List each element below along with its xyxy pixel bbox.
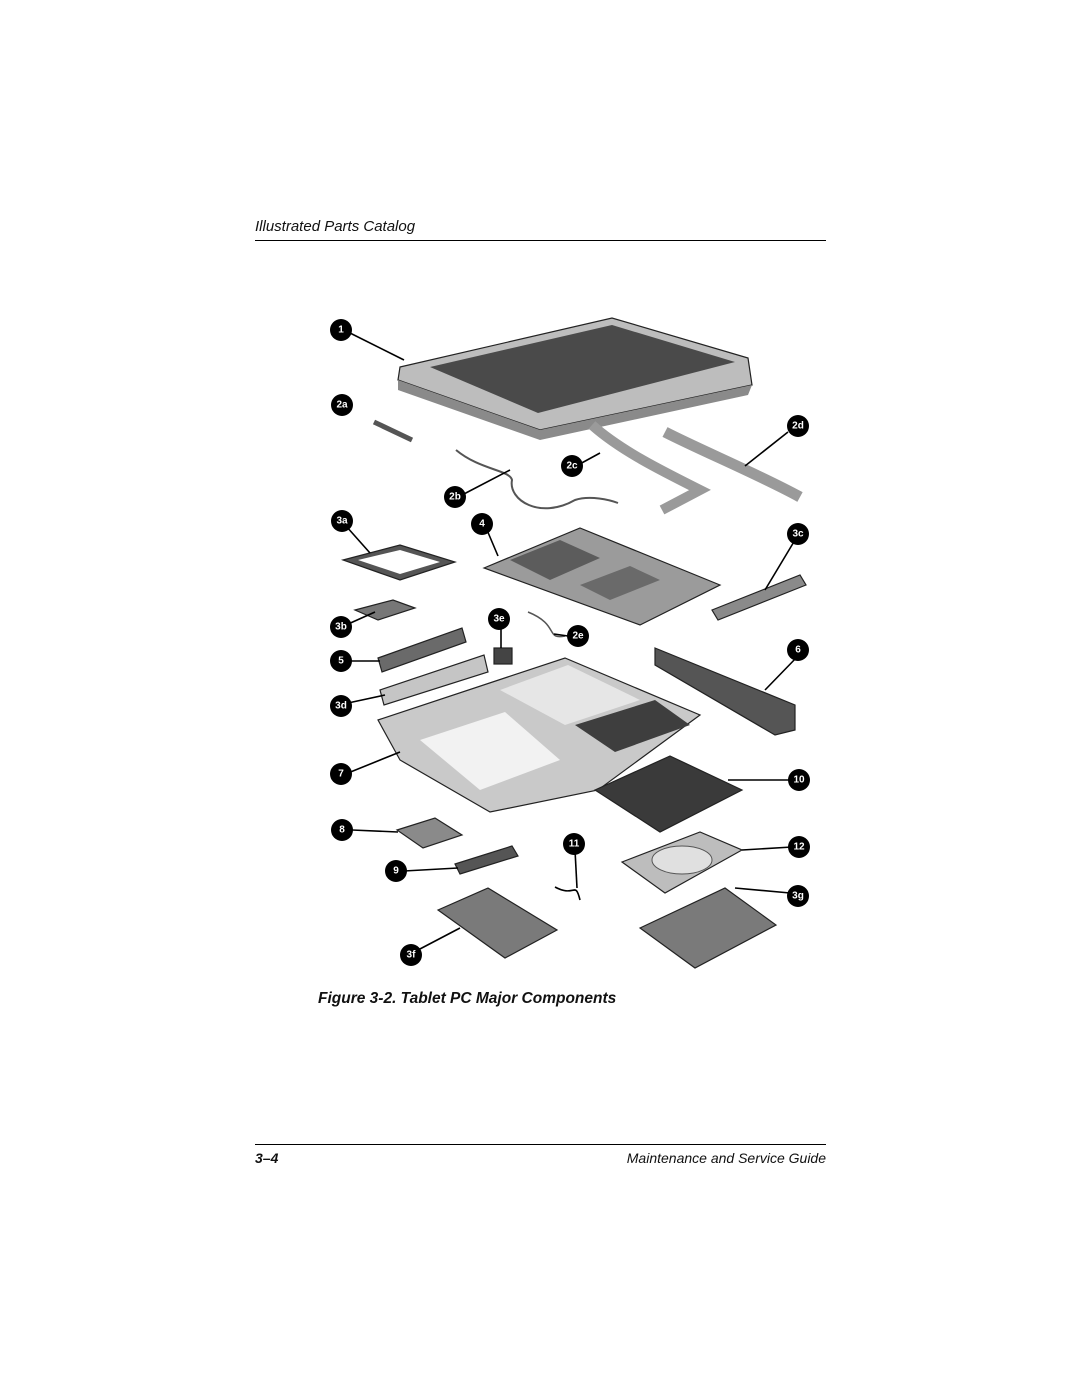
svg-text:12: 12 <box>793 842 805 853</box>
callout-3e: 3e <box>488 608 510 630</box>
connector-3e <box>493 647 513 665</box>
leader-lines <box>345 331 799 951</box>
callout-8: 8 <box>331 819 353 841</box>
hinge-6 <box>654 647 796 736</box>
bracket-3c <box>711 574 807 621</box>
cover-3g <box>638 887 778 969</box>
section-header: Illustrated Parts Catalog <box>255 218 416 235</box>
svg-text:6: 6 <box>795 645 801 656</box>
svg-text:3d: 3d <box>335 701 347 712</box>
mini-pci-8 <box>395 817 464 849</box>
hard-drive-12 <box>620 831 744 894</box>
callout-7: 7 <box>330 763 352 785</box>
svg-text:8: 8 <box>339 825 345 836</box>
svg-text:3g: 3g <box>792 891 804 902</box>
svg-text:11: 11 <box>569 839 580 850</box>
callout-3b: 3b <box>330 616 352 638</box>
callout-2b: 2b <box>444 486 466 508</box>
callout-2e: 2e <box>567 625 589 647</box>
svg-text:2b: 2b <box>449 492 461 503</box>
memory-module-9 <box>454 845 519 875</box>
callout-5: 5 <box>330 650 352 672</box>
svg-text:1: 1 <box>338 325 344 336</box>
callout-11: 11 <box>563 833 585 855</box>
callout-3a: 3a <box>331 510 353 532</box>
callout-3d: 3d <box>330 695 352 717</box>
bracket-3d <box>379 654 489 706</box>
callout-2d: 2d <box>787 415 809 437</box>
callout-10: 10 <box>788 769 810 791</box>
footer-rule <box>255 1144 826 1145</box>
svg-text:2e: 2e <box>572 631 584 642</box>
figure-caption: Figure 3-2. Tablet PC Major Components <box>318 990 617 1007</box>
callout-2a: 2a <box>331 394 353 416</box>
callout-3c: 3c <box>787 523 809 545</box>
cover-3f <box>436 887 559 959</box>
callout-9: 9 <box>385 860 407 882</box>
keyboard-10 <box>593 755 744 833</box>
svg-text:3a: 3a <box>336 516 348 527</box>
cables <box>372 419 803 638</box>
callout-6: 6 <box>787 639 809 661</box>
svg-text:5: 5 <box>338 656 344 667</box>
svg-text:10: 10 <box>793 775 805 786</box>
svg-text:2a: 2a <box>336 400 348 411</box>
callout-3g: 3g <box>787 885 809 907</box>
svg-text:7: 7 <box>338 769 344 780</box>
svg-text:3c: 3c <box>792 529 804 540</box>
base-enclosure <box>377 657 702 813</box>
callout-3f: 3f <box>400 944 422 966</box>
system-board <box>482 527 722 626</box>
header-rule <box>255 240 826 241</box>
svg-text:4: 4 <box>479 519 485 530</box>
callout-4: 4 <box>471 513 493 535</box>
callout-2c: 2c <box>561 455 583 477</box>
display-assembly <box>397 317 753 440</box>
guide-title: Maintenance and Service Guide <box>626 1150 826 1166</box>
svg-text:3e: 3e <box>493 614 505 625</box>
speaker-5 <box>377 627 467 673</box>
page-number: 3–4 <box>255 1150 279 1166</box>
svg-text:3b: 3b <box>335 622 347 633</box>
svg-text:2d: 2d <box>792 421 804 432</box>
svg-text:9: 9 <box>393 866 399 877</box>
cable-11 <box>554 886 581 901</box>
svg-text:3f: 3f <box>407 950 417 961</box>
callout-1: 1 <box>330 319 352 341</box>
callout-12: 12 <box>788 836 810 858</box>
svg-text:2c: 2c <box>566 461 578 472</box>
